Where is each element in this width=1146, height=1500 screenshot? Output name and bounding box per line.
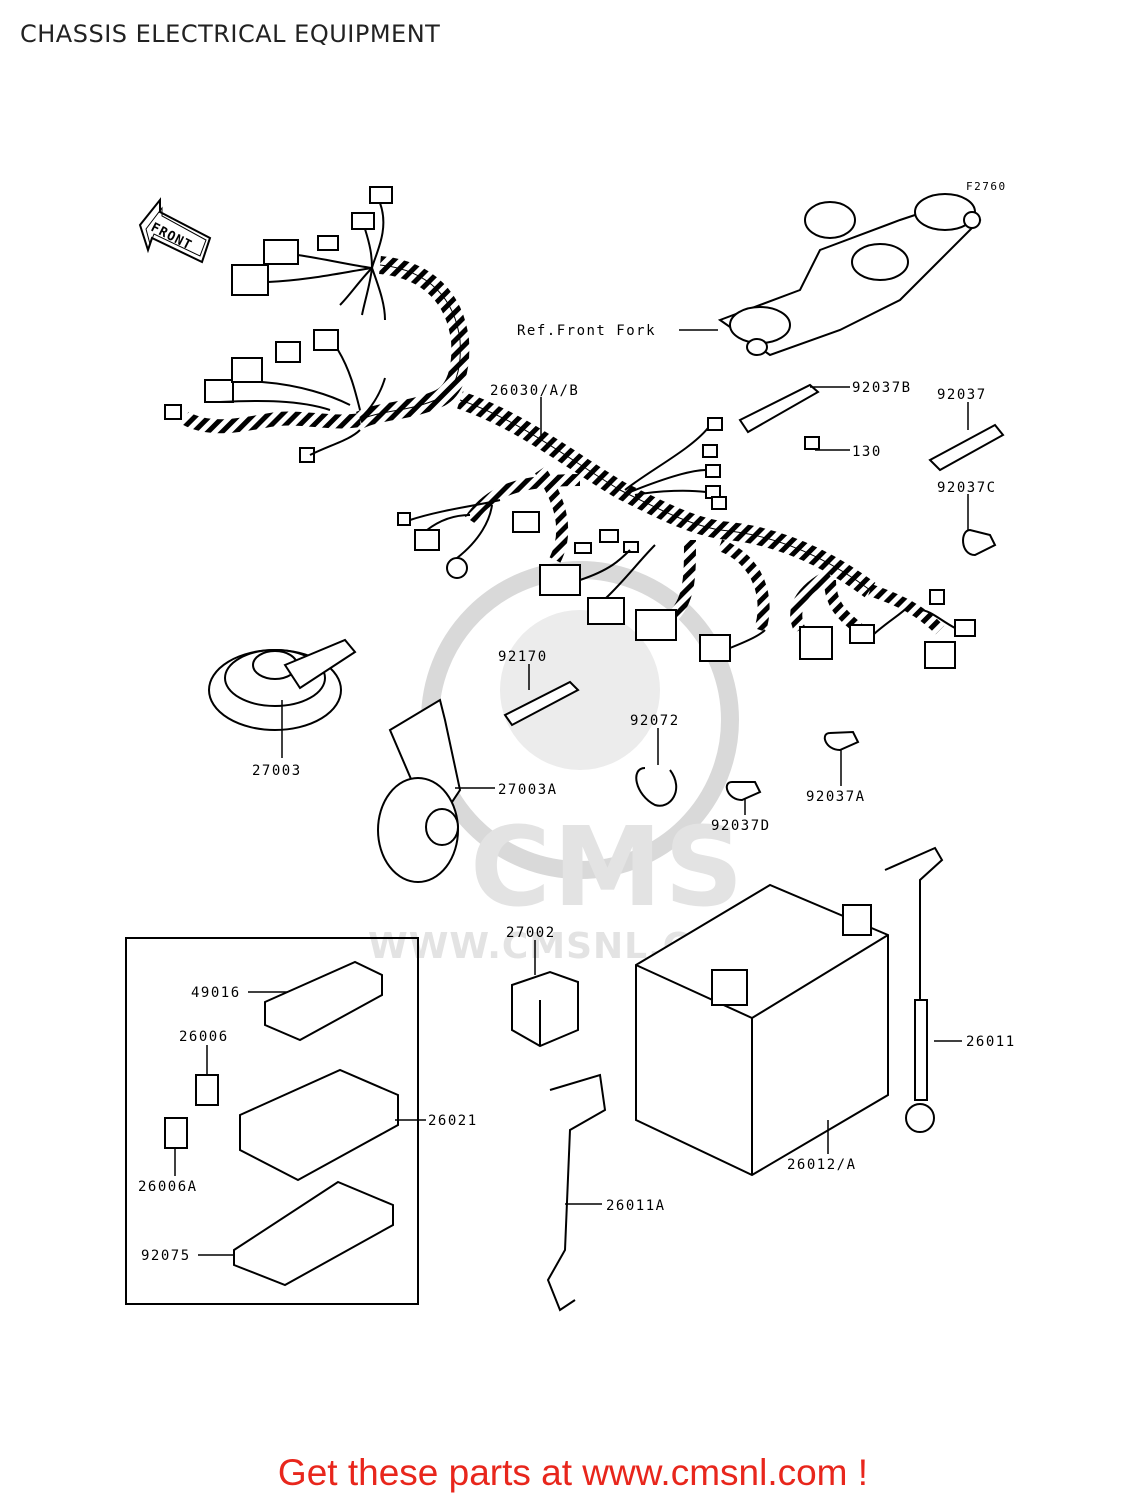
cables <box>546 846 944 1312</box>
left-connectors <box>164 329 386 463</box>
label-92037b: 92037B <box>852 380 912 396</box>
figure-code: F2760 <box>966 180 1007 193</box>
label-49016: 49016 <box>191 985 241 1001</box>
fuse-box-parts <box>164 960 399 1287</box>
label-26021: 26021 <box>428 1113 478 1129</box>
label-ref-front-fork: Ref.Front Fork <box>517 323 656 339</box>
label-92075: 92075 <box>141 1248 191 1264</box>
horn-27003a <box>377 698 462 883</box>
leader-lines <box>174 329 969 1256</box>
label-130: 130 <box>852 444 882 460</box>
label-27003a: 27003A <box>498 782 558 798</box>
relay-27002 <box>511 970 579 1048</box>
label-26011: 26011 <box>966 1034 1016 1050</box>
label-26030: 26030/A/B <box>490 383 579 399</box>
label-92037c: 92037C <box>937 480 997 496</box>
label-92170: 92170 <box>498 649 548 665</box>
label-26011a: 26011A <box>606 1198 666 1214</box>
label-27003: 27003 <box>252 763 302 779</box>
promo-link[interactable]: Get these parts at www.cmsnl.com ! <box>277 1452 869 1493</box>
label-26006a: 26006A <box>138 1179 198 1195</box>
watermark-brand: CMS <box>470 803 745 931</box>
horn-27003 <box>208 638 357 731</box>
label-92037: 92037 <box>937 387 987 403</box>
straps <box>503 383 1005 807</box>
label-27002: 27002 <box>506 925 556 941</box>
label-92037a: 92037A <box>806 789 866 805</box>
front-fork-bracket <box>717 193 982 357</box>
label-26006: 26006 <box>179 1029 229 1045</box>
upper-connectors <box>231 186 393 321</box>
label-26012a: 26012/A <box>787 1157 857 1173</box>
label-92072: 92072 <box>630 713 680 729</box>
page-title: CHASSIS ELECTRICAL EQUIPMENT <box>20 20 441 48</box>
fuse-box-group <box>125 937 419 1305</box>
front-arrow: FRONT <box>138 197 212 264</box>
harness-connectors <box>397 417 976 669</box>
battery-26012a <box>635 883 889 1177</box>
label-92037d: 92037D <box>711 818 771 834</box>
